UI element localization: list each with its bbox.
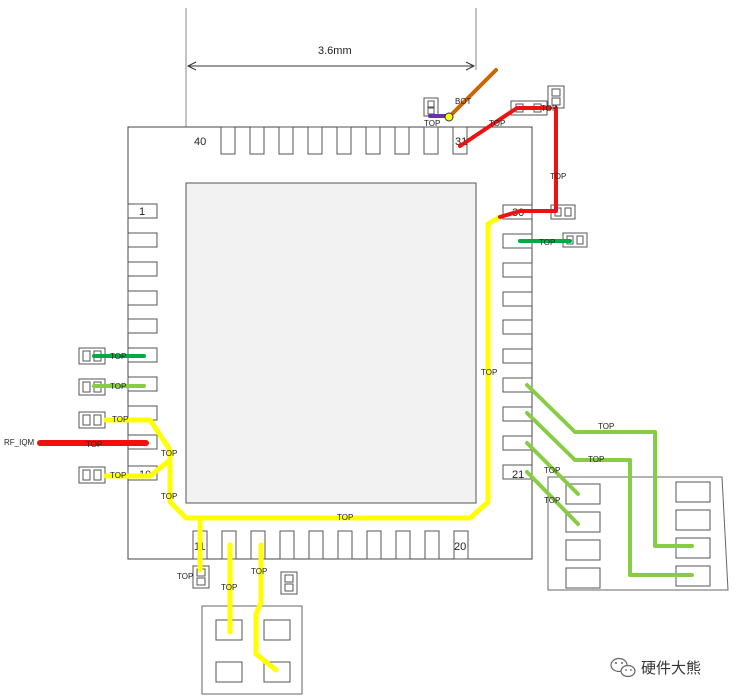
top-label: TOP [489, 119, 505, 128]
via-components [78, 85, 588, 595]
red-trace-pin30 [498, 106, 558, 219]
yellow-trace-pin10 [103, 457, 173, 479]
top-label: TOP [424, 119, 440, 128]
top-pad-row [220, 126, 468, 155]
top-label: TOP [110, 382, 126, 391]
bottom-component-block [201, 605, 303, 695]
exposed-thermal-pad [185, 182, 477, 504]
right-component-block [547, 476, 729, 591]
watermark: 硬件大熊 [610, 657, 701, 678]
orange-trace-bot [446, 68, 498, 120]
net-labels: RF_IQM BOT TOP TOP TOP TOP TOP TOP TOP T… [4, 97, 614, 592]
top-label: TOP [337, 513, 353, 522]
top-label: TOP [221, 583, 237, 592]
light-green-trace-3 [525, 441, 580, 496]
top-label: TOP [161, 449, 177, 458]
top-label: TOP [481, 368, 497, 377]
top-label: TOP [177, 572, 193, 581]
pin-number-21: 21 [512, 469, 524, 481]
red-trace-pin31 [458, 106, 552, 148]
pin-number-1: 1 [139, 206, 145, 218]
rf-iqm-label: RF_IQM [4, 438, 35, 447]
top-label: TOP [541, 104, 557, 113]
light-green-trace-2 [525, 411, 694, 577]
bot-label: BOT [455, 97, 472, 106]
top-label: TOP [539, 238, 555, 247]
yellow-trace-main [103, 214, 503, 521]
top-label: TOP [110, 352, 126, 361]
bot-via-dot [444, 112, 454, 122]
traces [37, 68, 694, 673]
top-label: TOP [544, 466, 560, 475]
right-pad-row [502, 204, 533, 480]
top-label: TOP [598, 422, 614, 431]
light-green-trace-1 [525, 383, 694, 548]
pin-number-40: 40 [194, 136, 206, 148]
top-label: TOP [251, 567, 267, 576]
top-label: TOP [550, 172, 566, 181]
pin-number-20: 20 [454, 541, 466, 553]
top-label: TOP [112, 415, 128, 424]
wechat-icon [610, 657, 636, 678]
top-label: TOP [588, 455, 604, 464]
yellow-trace-pin13 [253, 542, 279, 673]
light-green-trace-4 [525, 470, 580, 526]
top-label: TOP [110, 471, 126, 480]
watermark-text: 硬件大熊 [641, 660, 701, 677]
top-label: TOP [544, 496, 560, 505]
dimension-label: 3.6mm [318, 45, 352, 57]
top-label: TOP [161, 492, 177, 501]
bottom-pad-row [192, 530, 469, 560]
top-label: TOP [86, 440, 102, 449]
